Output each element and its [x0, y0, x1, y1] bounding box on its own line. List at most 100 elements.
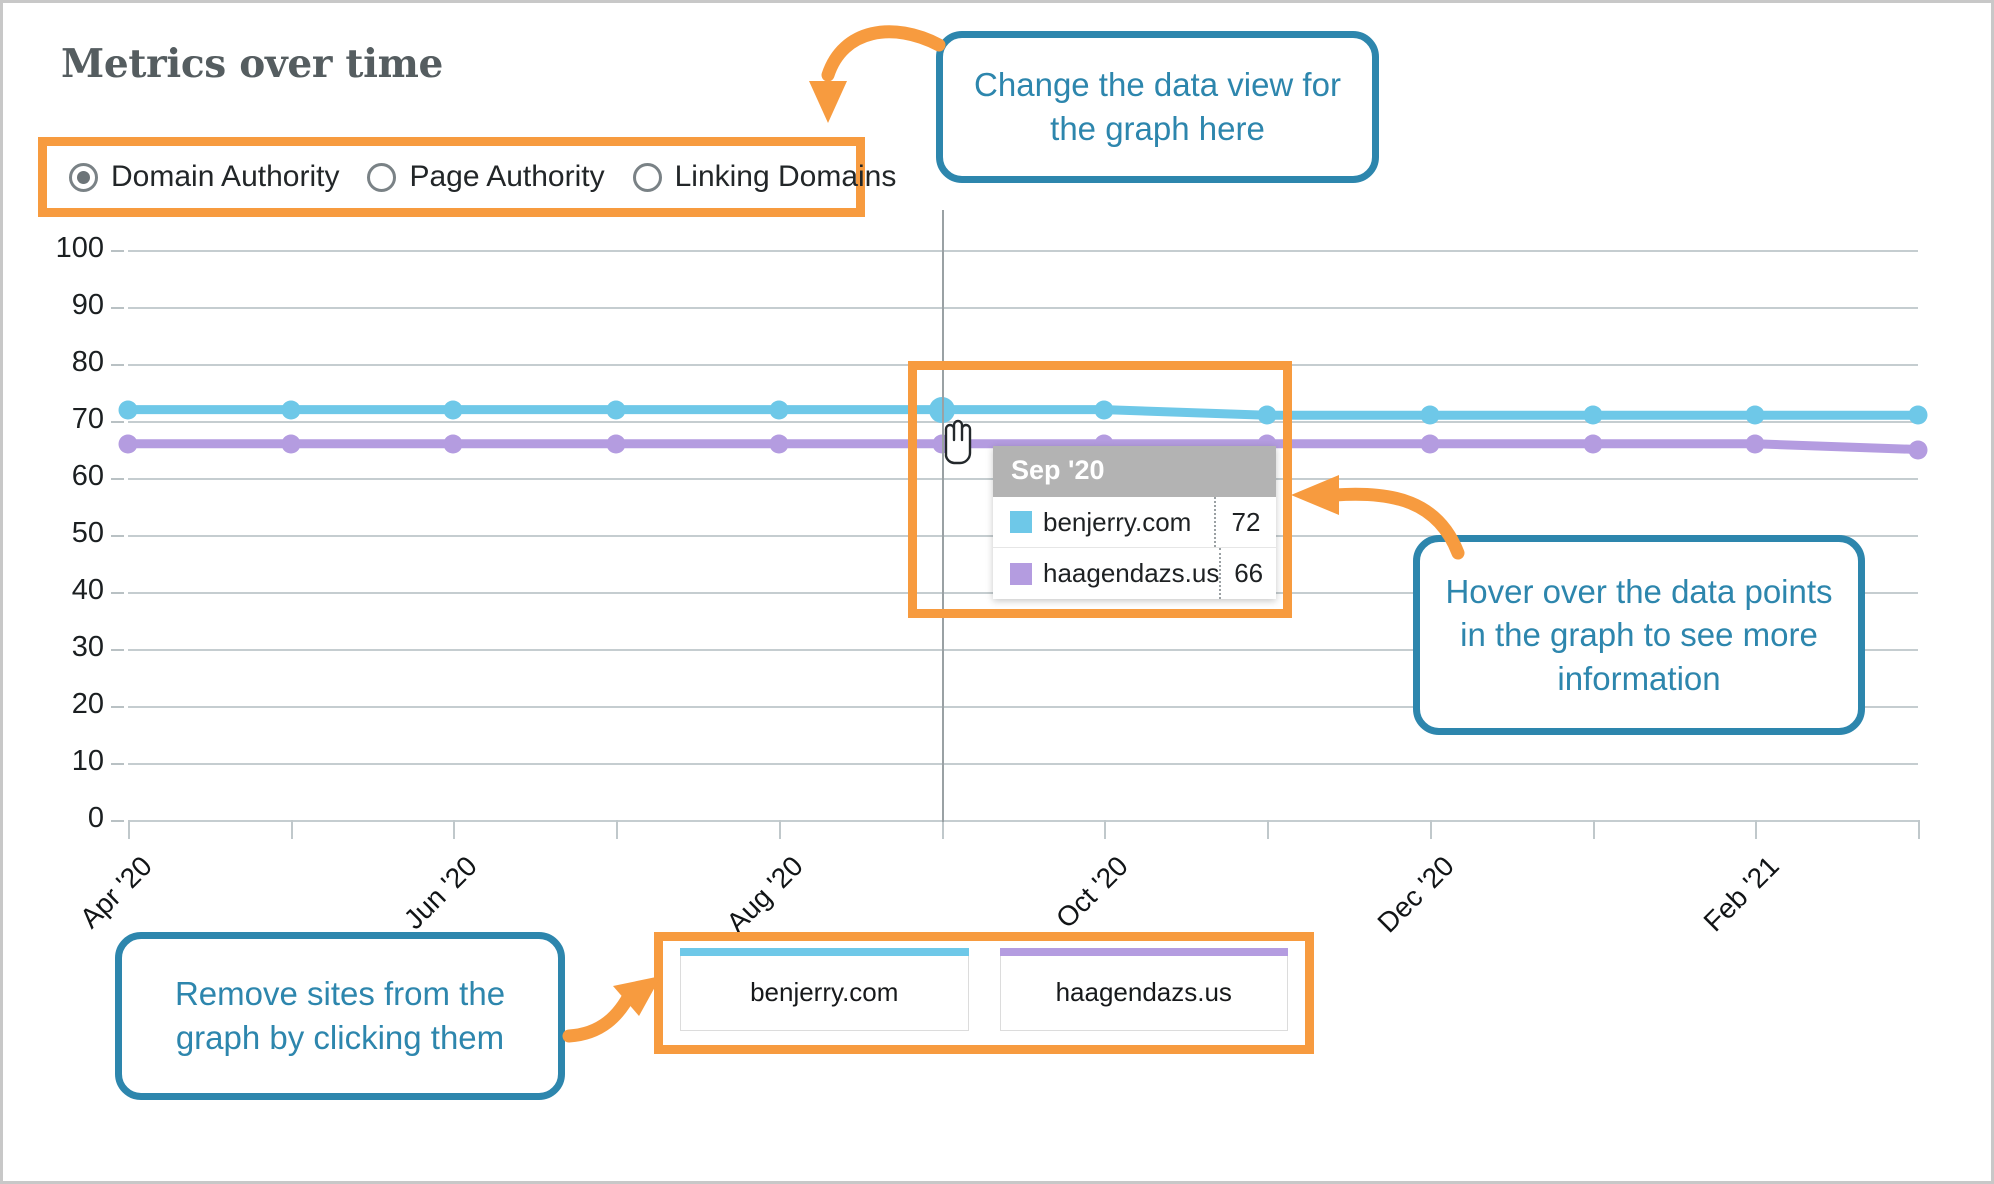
data-point[interactable]	[443, 400, 463, 420]
y-axis-tick-label: 30	[71, 631, 104, 663]
metric-selector-group[interactable]: Domain Authority Page Authority Linking …	[47, 146, 896, 208]
y-axis-tick	[111, 421, 124, 423]
data-point[interactable]	[1908, 440, 1928, 459]
radio-option-linking-domains[interactable]: Linking Domains	[632, 160, 897, 194]
y-axis-tick-label: 10	[71, 745, 104, 777]
radio-button-icon[interactable]	[69, 162, 98, 192]
data-point[interactable]	[443, 434, 463, 454]
y-axis-tick	[111, 307, 124, 309]
radio-button-icon[interactable]	[367, 162, 397, 192]
y-axis-tick	[111, 592, 124, 594]
gridline	[128, 250, 1918, 252]
data-point[interactable]	[1745, 405, 1765, 425]
radio-option-page-authority[interactable]: Page Authority	[367, 160, 605, 194]
tooltip-series-name: benjerry.com	[1043, 506, 1192, 537]
callout-change-data-view: Change the data view for the graph here	[936, 31, 1379, 183]
x-axis-tick-label: Oct '20	[1050, 850, 1135, 935]
x-axis-tick-label: Dec '20	[1371, 850, 1460, 939]
callout-text: Change the data view for the graph here	[974, 66, 1341, 147]
legend-highlight: benjerry.com haagendazs.us	[654, 932, 1314, 1054]
data-point[interactable]	[606, 434, 626, 454]
gridline	[128, 649, 1918, 651]
data-point[interactable]	[769, 400, 789, 420]
series-lines	[128, 405, 1918, 454]
y-axis-tick-label: 80	[71, 346, 104, 378]
data-point[interactable]	[1420, 434, 1440, 454]
x-axis-tick-label: Feb '21	[1697, 850, 1786, 938]
data-point[interactable]	[1583, 405, 1603, 425]
x-axis-tick	[1104, 820, 1107, 839]
y-axis-tick	[111, 820, 124, 822]
callout-hover-data-points: Hover over the data points in the graph …	[1413, 535, 1865, 735]
callout-remove-sites: Remove sites from the graph by clicking …	[115, 932, 565, 1100]
data-point[interactable]	[118, 400, 138, 420]
tooltip-header: Sep '20	[993, 446, 1276, 497]
x-axis-tick-label: Apr '20	[73, 850, 158, 935]
x-axis-tick-label: Aug '20	[720, 850, 809, 939]
y-axis-tick	[111, 763, 124, 765]
y-axis-tick-label: 0	[87, 802, 104, 834]
tooltip-row: benjerry.com 72	[993, 497, 1276, 548]
radio-label: Page Authority	[409, 160, 605, 193]
x-axis-tick	[941, 820, 944, 839]
data-point[interactable]	[606, 400, 626, 420]
tooltip-highlight	[908, 361, 1292, 618]
x-axis-tick-label: Jun '20	[398, 850, 484, 936]
radio-label: Linking Domains	[674, 160, 897, 193]
gridline	[128, 421, 1918, 423]
legend-item-haagendazs[interactable]: haagendazs.us	[999, 947, 1288, 1031]
legend-item-label: haagendazs.us	[1055, 977, 1232, 1007]
series-swatch-icon	[1010, 562, 1032, 585]
y-axis-tick-label: 40	[71, 574, 104, 606]
mouse-cursor-icon	[944, 419, 972, 465]
y-axis-tick	[111, 649, 124, 651]
y-axis-tick-label: 100	[55, 232, 104, 264]
x-axis-tick	[1592, 820, 1595, 839]
metric-selector-highlight: Domain Authority Page Authority Linking …	[38, 137, 896, 217]
y-axis-tick-label: 60	[71, 460, 104, 492]
y-axis-tick	[111, 364, 124, 366]
x-axis-tick	[616, 820, 619, 839]
chart-tooltip: Sep '20 benjerry.com 72 haagendazs.us 66	[993, 446, 1276, 599]
data-point[interactable]	[281, 400, 301, 420]
chart-legend[interactable]: benjerry.com haagendazs.us	[663, 941, 1305, 1045]
data-point[interactable]	[118, 434, 138, 454]
x-axis-tick	[1429, 820, 1432, 839]
y-axis-tick-label: 50	[71, 517, 104, 549]
y-axis-tick	[111, 478, 124, 480]
gridline	[128, 706, 1918, 708]
x-axis-tick	[1918, 820, 1920, 839]
callout-text: Remove sites from the graph by clicking …	[174, 975, 506, 1056]
data-point[interactable]	[769, 434, 789, 454]
x-axis-tick	[1267, 820, 1270, 839]
gridline	[128, 763, 1918, 765]
radio-option-domain-authority[interactable]: Domain Authority	[69, 160, 339, 194]
gridline	[128, 307, 1918, 309]
y-axis-tick-label: 70	[71, 403, 104, 435]
x-axis-tick	[453, 820, 456, 839]
y-axis-tick	[111, 535, 124, 537]
data-point[interactable]	[1745, 434, 1765, 454]
legend-item-label: benjerry.com	[750, 977, 899, 1007]
radio-label: Domain Authority	[111, 160, 340, 193]
data-point[interactable]	[1257, 405, 1277, 425]
x-axis-tick	[1755, 820, 1758, 839]
page-title: Metrics over time	[61, 41, 444, 87]
tooltip-series-value: 66	[1219, 548, 1276, 599]
data-point[interactable]	[1094, 400, 1114, 420]
gridline	[128, 820, 1918, 822]
tooltip-series-value: 72	[1214, 497, 1276, 547]
y-axis-tick	[111, 250, 124, 252]
data-point[interactable]	[1420, 405, 1440, 425]
legend-item-benjerry[interactable]: benjerry.com	[680, 947, 969, 1031]
y-axis-tick-label: 20	[71, 688, 104, 720]
chart-hover-line	[941, 210, 944, 822]
series-swatch-icon	[1010, 511, 1032, 533]
data-point[interactable]	[1583, 434, 1603, 454]
radio-button-icon[interactable]	[632, 162, 662, 192]
data-point[interactable]	[281, 434, 301, 454]
data-point[interactable]	[1908, 405, 1928, 425]
x-axis-tick	[778, 820, 781, 839]
y-axis-tick	[111, 706, 124, 708]
